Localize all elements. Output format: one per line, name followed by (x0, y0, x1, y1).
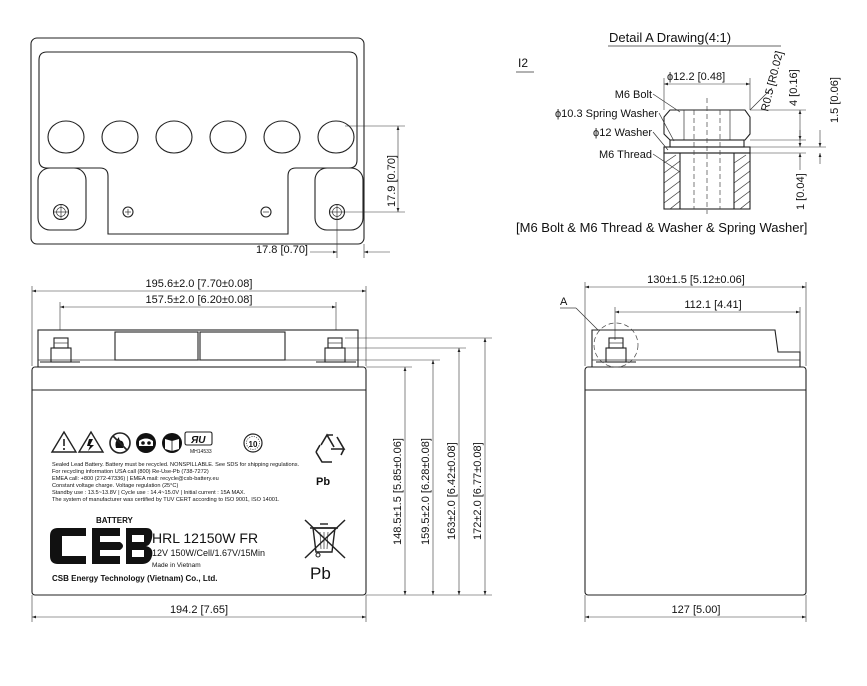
model-spec: 12V 150W/Cell/1.67V/15Min (152, 548, 265, 558)
vent-cap-1 (47, 120, 85, 154)
vent-cap-3 (155, 120, 193, 154)
warning-line-6: The system of manufacturer was certified… (52, 497, 280, 503)
top-view-handle-recess (38, 112, 358, 235)
front-view: 195.6±2.0 [7.70±0.08] 157.5±2.0 [6.20±0.… (31, 278, 492, 622)
ul-code: MH14533 (190, 449, 212, 455)
detail-ref-a: A (560, 296, 568, 308)
side-body (584, 366, 807, 596)
csb-logo (50, 528, 153, 564)
part-label-thread: M6 Thread (599, 149, 652, 161)
top-view-outline (30, 37, 365, 245)
vent-cap-5 (263, 120, 301, 154)
side-overall-width: 130±1.5 [5.12±0.06] (647, 274, 745, 286)
detail-dim-washer: ϕ12.2 [0.48] (667, 71, 725, 83)
no-flame-icon (109, 432, 131, 454)
vent-cap-6 (317, 120, 355, 154)
side-lid (591, 329, 801, 367)
model-name: HRL 12150W FR (152, 530, 258, 546)
front-terminal-left (40, 337, 80, 363)
front-overall-width: 195.6±2.0 [7.70±0.08] (146, 278, 253, 290)
warning-line-4: Constant voltage charge. Voltage regulat… (52, 483, 178, 489)
front-terminal-right (316, 337, 356, 363)
svg-text:ЯU: ЯU (190, 435, 206, 446)
bolt-head (663, 109, 751, 141)
eye-protection-icon (136, 433, 156, 453)
ul-recognized-icon: ЯU MH14533 (184, 431, 213, 455)
recycle-symbol: Pb (315, 433, 346, 488)
detail-caption: [M6 Bolt & M6 Thread & Washer & Spring W… (516, 220, 807, 235)
front-height-172: 172±2.0 [6.77±0.08] (472, 442, 484, 540)
front-body (31, 366, 367, 596)
terminal-pocket-left (37, 167, 87, 231)
detail-dim-4: 4 [0.16] (788, 69, 800, 106)
detail-dim-radius: R0.5 [R0.02] (759, 50, 786, 113)
side-view: 130±1.5 [5.12±0.06] 112.1 [4.41] A 127 [… (560, 274, 807, 622)
logo-text: CSB (104, 583, 106, 585)
vent-cap-4 (209, 120, 247, 154)
read-manual-icon (162, 433, 182, 453)
recycle-pb: Pb (316, 476, 330, 488)
warning-line-3: EMEA call: +800 (272-47336) | EMEA mail:… (52, 476, 219, 482)
part-label-spring-washer: ϕ10.3 Spring Washer (555, 108, 658, 120)
detail-a: Detail A Drawing(4:1) I2 (516, 30, 841, 235)
top-dim-vertical: 17.9 [0.70] (386, 155, 398, 207)
detail-a-circle (593, 322, 639, 368)
brand-word: BATTERY (96, 516, 134, 525)
bin-pb: Pb (310, 564, 331, 583)
crossed-bin-icon: Pb (304, 519, 346, 583)
detail-dim-1: 1 [0.04] (795, 173, 807, 210)
label-warning-text: Sealed Lead Battery. Battery must be rec… (52, 462, 300, 503)
front-height-163: 163±2.0 [6.42±0.08] (446, 442, 458, 540)
terminal-pocket-right (314, 167, 364, 231)
warning-triangle-icon (50, 430, 78, 453)
ten-year-life-icon: 10 (243, 433, 263, 453)
terminal-bolt-left (52, 203, 70, 221)
front-height-159: 159.5±2.0 [6.28±0.08] (420, 438, 432, 545)
positive-mark-icon (122, 206, 134, 218)
front-lid-window-right (199, 331, 286, 361)
side-terminal-offset: 112.1 [4.41] (684, 299, 741, 311)
detail-title: Detail A Drawing(4:1) (609, 30, 731, 45)
negative-mark-icon (260, 206, 272, 218)
vent-cap-2 (101, 120, 139, 154)
terminal-code: I2 (518, 56, 528, 70)
side-base-width: 127 [5.00] (672, 604, 721, 616)
terminal-bolt-right (328, 203, 346, 221)
company-name: CSB Energy Technology (Vietnam) Co., Ltd… (52, 574, 218, 583)
front-lid-window-left (114, 331, 199, 361)
part-label-bolt: M6 Bolt (615, 89, 652, 101)
warning-line-2: For recycling information USA call (800)… (52, 469, 209, 475)
warning-line-5: Standby use : 13.5~13.8V | Cycle use : 1… (52, 490, 246, 496)
top-view-lid (38, 51, 358, 112)
explosion-warning-icon (77, 430, 105, 453)
front-base-width: 194.2 [7.65] (170, 604, 228, 616)
top-dim-horizontal: 17.8 [0.70] (256, 244, 308, 256)
thread-hatching (663, 154, 751, 210)
life-badge: 10 (249, 440, 258, 449)
made-in: Made in Vietnam (152, 562, 201, 569)
warning-line-1: Sealed Lead Battery. Battery must be rec… (52, 462, 300, 468)
recycle-icon (315, 433, 346, 463)
side-terminal (596, 337, 636, 363)
front-terminal-spacing: 157.5±2.0 [6.20±0.08] (146, 294, 253, 306)
part-label-washer: ϕ12 Washer (593, 127, 652, 139)
top-view: 17.9 [0.70] 17.8 [0.70] (30, 37, 405, 258)
detail-dim-1-5: 1.5 [0.06] (829, 77, 841, 123)
front-height-148: 148.5±1.5 [5.85±0.06] (392, 438, 404, 545)
label-warning-icons: ЯU MH14533 10 (50, 430, 263, 455)
